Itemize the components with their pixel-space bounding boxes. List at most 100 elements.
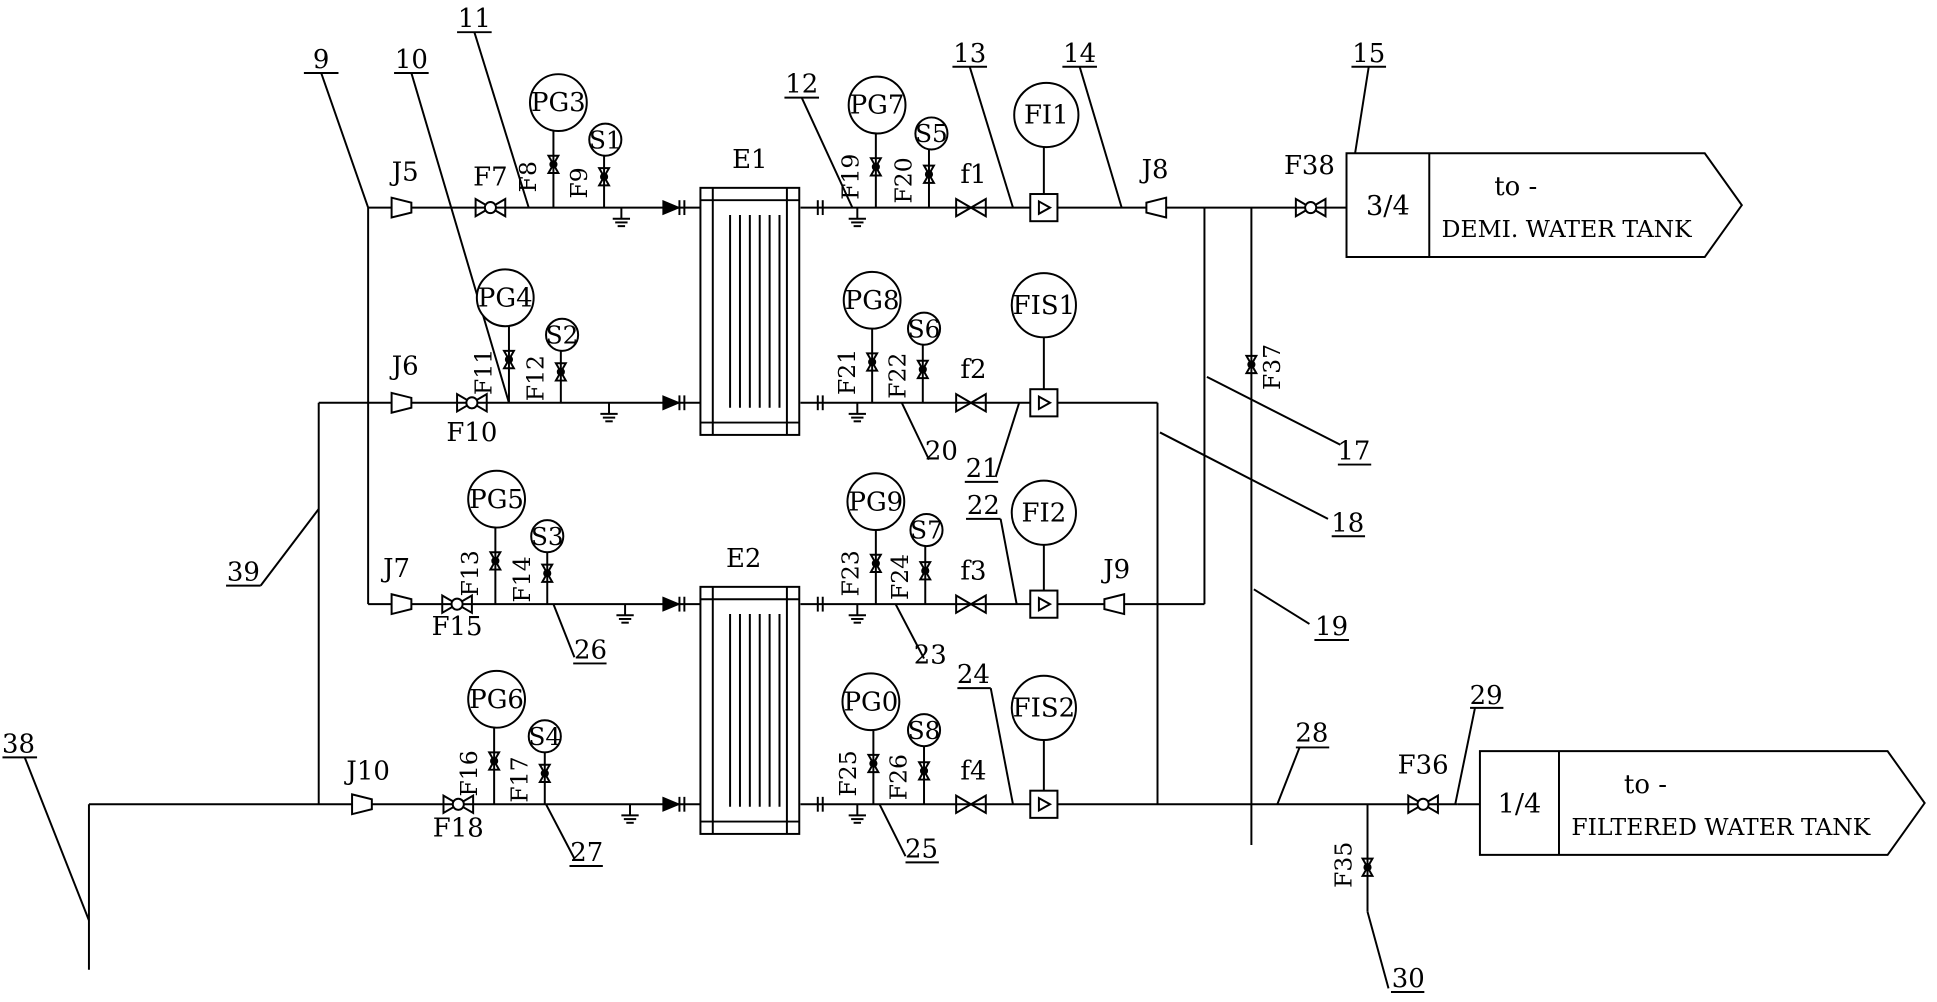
- valve-label-f14: F14: [508, 556, 536, 602]
- joint-j6[interactable]: [390, 391, 413, 414]
- valve-ball: [556, 367, 565, 376]
- filter-f3[interactable]: [955, 593, 987, 615]
- valve-f25[interactable]: [866, 753, 881, 774]
- gauge-pg3-circle[interactable]: [528, 73, 588, 133]
- joint-j9[interactable]: [1103, 593, 1126, 616]
- flow-indicator-fis2-circle[interactable]: [1010, 674, 1077, 742]
- valve-ball: [1363, 863, 1372, 872]
- gauge-pg6-circle[interactable]: [467, 669, 527, 729]
- sensor-s4-circle[interactable]: [527, 719, 562, 754]
- check-valve-icon[interactable]: [662, 796, 686, 812]
- valve-f36[interactable]: [1407, 793, 1439, 815]
- valve-label-f15: F15: [432, 612, 483, 642]
- callout-leader: [878, 803, 907, 857]
- gauge-pg7: PG7: [850, 91, 905, 121]
- tank-filtered[interactable]: [1478, 750, 1926, 856]
- valve-ball: [451, 797, 465, 811]
- flow-meter-arrow: [1037, 394, 1053, 411]
- check-valve-icon[interactable]: [662, 596, 686, 612]
- flow-meter-fis1[interactable]: [1029, 388, 1059, 418]
- joint-j5[interactable]: [390, 196, 413, 219]
- gauge-pg4-circle[interactable]: [475, 268, 535, 328]
- flow-indicator-fis2: FIS2: [1013, 694, 1076, 724]
- sensor-s6-circle[interactable]: [906, 311, 942, 346]
- joint-label-j8: J8: [1139, 155, 1169, 185]
- callout-leader: [1078, 66, 1123, 208]
- filter-f2[interactable]: [955, 392, 987, 414]
- valve-f15[interactable]: [441, 593, 473, 615]
- piping-lines: [2, 31, 1504, 994]
- gauge-pg8-circle[interactable]: [842, 270, 902, 330]
- valve-label-f25: F25: [834, 750, 862, 796]
- flow-indicator-fis1: FIS1: [1013, 291, 1076, 321]
- valve-f14[interactable]: [540, 563, 554, 583]
- filter-label-f3: f3: [960, 556, 986, 586]
- callout-29: 29: [1470, 681, 1503, 711]
- valve-f24[interactable]: [918, 561, 932, 581]
- flow-meter-fi1[interactable]: [1029, 193, 1059, 223]
- valve-f20[interactable]: [922, 164, 936, 184]
- joint-j10[interactable]: [351, 793, 373, 816]
- valve-f19[interactable]: [869, 157, 883, 177]
- exchanger-label-e2: E2: [726, 544, 761, 574]
- valve-f7[interactable]: [474, 197, 507, 218]
- valve-f16[interactable]: [487, 751, 501, 771]
- flow-indicator-fis1-circle[interactable]: [1010, 272, 1077, 339]
- joint-j8[interactable]: [1145, 196, 1168, 219]
- tank-demi-to-label: to -: [1494, 172, 1537, 202]
- valve-f22[interactable]: [916, 359, 930, 380]
- valve-f8[interactable]: [546, 154, 561, 175]
- sensor-s1-circle[interactable]: [588, 122, 623, 157]
- valve-f11[interactable]: [502, 349, 516, 370]
- sensor-s8-circle[interactable]: [906, 713, 942, 748]
- gauge-pg5-circle[interactable]: [467, 469, 527, 529]
- flow-meter-fi2[interactable]: [1029, 589, 1059, 619]
- joint-j7[interactable]: [390, 593, 413, 616]
- valve-f12[interactable]: [554, 362, 568, 382]
- valve-f37[interactable]: [1244, 354, 1259, 375]
- gauge-pg7-circle[interactable]: [847, 75, 907, 135]
- tank-demi-fraction: 3/4: [1366, 191, 1410, 222]
- flow-meter-fis2[interactable]: [1029, 789, 1059, 819]
- valve-f17[interactable]: [538, 763, 552, 784]
- valve-f38[interactable]: [1294, 197, 1327, 218]
- gauge-pg0-circle[interactable]: [841, 672, 901, 732]
- sensor-s7-circle[interactable]: [909, 512, 944, 548]
- tank-demi[interactable]: [1345, 152, 1744, 259]
- sensor-s6: S6: [908, 314, 941, 343]
- valve-ball: [1304, 201, 1318, 215]
- flow-meter-body: [1029, 388, 1059, 418]
- callout-19: 19: [1315, 612, 1348, 642]
- valve-f26[interactable]: [917, 761, 931, 781]
- filter-f1[interactable]: [955, 197, 987, 218]
- sensor-s2-circle[interactable]: [545, 317, 580, 352]
- callout-13: 13: [953, 39, 986, 69]
- valve-f9[interactable]: [597, 167, 611, 187]
- valve-f21[interactable]: [865, 352, 879, 372]
- valve-f23[interactable]: [869, 553, 883, 574]
- sensor-s5-circle[interactable]: [914, 116, 949, 151]
- flow-indicator-fi1-circle[interactable]: [1013, 81, 1080, 149]
- filter-f4[interactable]: [955, 793, 987, 815]
- check-valve-icon[interactable]: [662, 199, 686, 216]
- gauge-pg9-circle[interactable]: [846, 472, 906, 532]
- valve-f35[interactable]: [1360, 857, 1375, 877]
- flow-indicator-fi1: FI1: [1024, 101, 1069, 131]
- valve-f18[interactable]: [442, 793, 475, 815]
- flow-indicator-fi2-circle[interactable]: [1010, 479, 1077, 546]
- callout-22: 22: [967, 491, 1000, 521]
- exchanger-e2[interactable]: [699, 585, 801, 835]
- callout-10: 10: [395, 45, 428, 75]
- callout-leader: [259, 508, 320, 587]
- sensor-s1: S1: [589, 125, 622, 154]
- flow-meter-arrow: [1037, 796, 1053, 813]
- check-valve-icon[interactable]: [662, 395, 686, 411]
- exchanger-e1[interactable]: [699, 186, 801, 436]
- valve-f13[interactable]: [488, 551, 503, 571]
- sensor-s3-circle[interactable]: [530, 519, 565, 554]
- ground-icon: [600, 402, 618, 423]
- flow-meter-arrow: [1037, 199, 1053, 216]
- sensor-s7: S7: [910, 516, 943, 545]
- gauge-pg8: PG8: [845, 286, 900, 316]
